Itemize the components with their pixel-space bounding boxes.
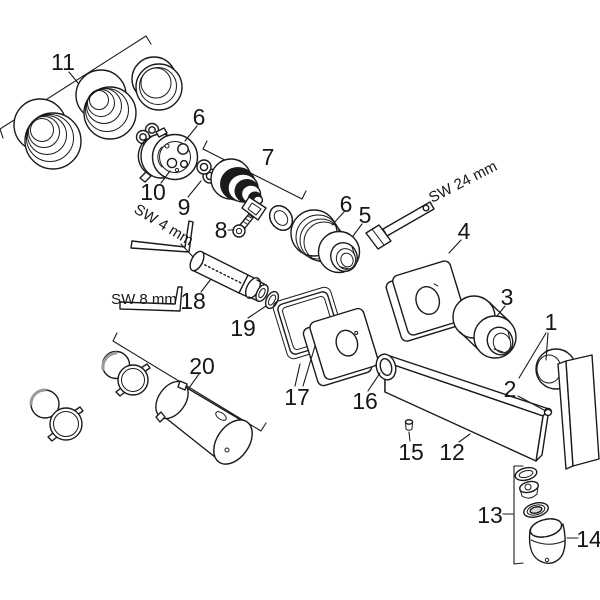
part-label-16: 16 [352,388,378,414]
allen-key-sw8 [119,286,183,312]
leader-lines [68,71,579,539]
sleeve-3 [452,295,517,359]
part-label-8: 8 [215,217,228,243]
socket-tool-sw24 [365,201,435,250]
wall-plate-spout [302,307,379,387]
cartridge-nut-group [290,209,361,274]
o-ring-19 [264,290,280,310]
part-label-18: 18 [180,288,206,314]
part-label-1: 1 [545,309,558,335]
part-label-17: 17 [284,384,310,410]
o-ring-16 [375,353,397,381]
part-label-20: 20 [189,353,215,379]
part-label-13: 13 [477,502,503,528]
part-label-6a: 6 [193,104,206,130]
mounting-sleeve-lower [29,388,84,442]
aerator-assembly [514,466,549,518]
part-label-11: 11 [51,49,75,75]
part-label-14: 14 [576,526,600,552]
extension-sleeve-1 [13,98,82,170]
part-label-12: 12 [439,439,465,465]
part-label-6b: 6 [340,191,353,217]
part-label-2: 2 [504,376,517,402]
handle-screw [543,407,553,417]
tool-label-sw8: SW 8 mm [111,291,177,308]
handle-group [535,348,600,470]
part-label-7: 7 [262,144,275,170]
extension-sleeve-2 [75,69,137,140]
bracket-part-13 [502,465,524,565]
cartridge [137,127,199,183]
bracket-part-11 [0,35,152,139]
part-label-10: 10 [140,179,166,205]
mounting-sleeve-upper [101,350,151,397]
part-label-5: 5 [359,202,372,228]
threaded-adapter-18 [189,250,269,303]
screw-15 [404,419,414,431]
part-label-3: 3 [501,284,514,310]
function-block-sleeve [155,380,253,465]
extension-ring-3 [131,56,183,111]
set-screw-8 [232,213,254,238]
aerator-housing [528,518,566,564]
wall-plate-handle [385,260,466,342]
part-label-15: 15 [398,439,424,465]
part-label-19: 19 [230,315,256,341]
valve-body-group [210,158,294,231]
part-label-9: 9 [178,194,191,220]
tool-label-sw24: SW 24 mm [426,158,500,207]
part-label-4: 4 [458,218,471,244]
